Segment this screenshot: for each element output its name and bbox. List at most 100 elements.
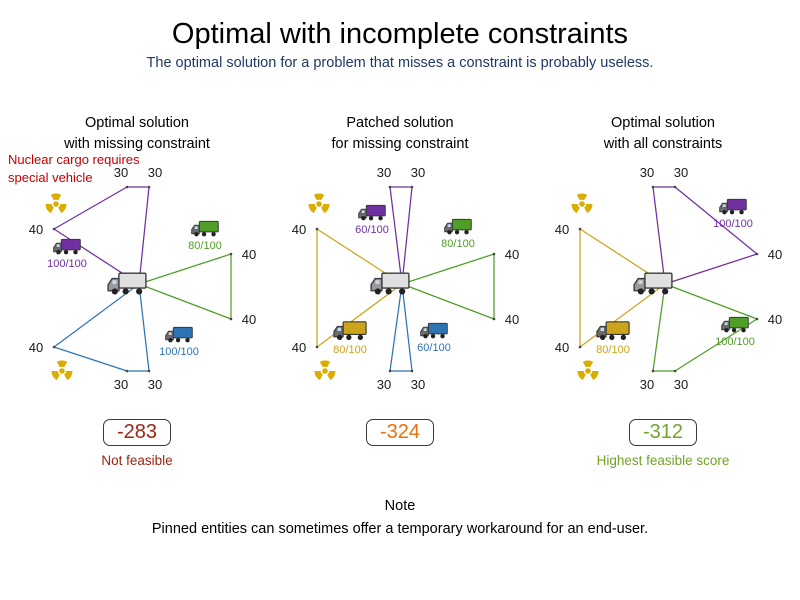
capacity-label: 100/100 <box>159 346 199 358</box>
capacity-label: 60/100 <box>417 342 451 354</box>
vehicle-truck-icon <box>358 204 386 221</box>
vehicle-truck-icon <box>165 326 193 343</box>
note-text: Pinned entities can sometimes offer a te… <box>151 520 649 537</box>
demand-label: 40 <box>505 247 519 262</box>
panel-title-line-1: Patched solution <box>346 115 454 131</box>
vehicle-truck-icon <box>444 218 472 235</box>
score-verdict <box>269 453 531 469</box>
nuclear-icon <box>314 360 336 381</box>
demand-label: 40 <box>555 340 569 355</box>
demand-label: 40 <box>292 340 306 355</box>
panel-title-line-2: with all constraints <box>603 136 723 153</box>
demand-label: 30 <box>674 377 688 392</box>
customer-node-dot <box>229 252 233 256</box>
demand-label: 30 <box>411 377 425 392</box>
route-blue-line <box>53 283 150 372</box>
demand-label: 30 <box>148 165 162 180</box>
page-subtitle: The optimal solution for a problem that … <box>146 55 654 71</box>
score-row: -324 <box>269 419 531 447</box>
route-blue-line <box>389 283 413 372</box>
route-green-line <box>401 253 495 320</box>
capacity-label: 60/100 <box>355 224 389 236</box>
score-verdict: Not feasible <box>101 453 173 469</box>
score-value: -324 <box>379 421 421 444</box>
panel-title-line-1: Optimal solution <box>611 115 715 131</box>
panel-title: Optimal solution with all constraints <box>532 113 794 155</box>
panel-title: Optimal solution with missing constraint <box>6 113 268 155</box>
demand-label: 30 <box>148 377 162 392</box>
vehicle-truck-icon <box>721 316 749 333</box>
demand-label: 40 <box>29 340 43 355</box>
nuclear-icon <box>571 193 593 214</box>
demand-label: 30 <box>377 377 391 392</box>
score-badge: -312 <box>628 419 698 447</box>
customer-node-dot <box>492 317 496 321</box>
customer-node-dot <box>315 227 319 231</box>
customer-node-dot <box>52 227 56 231</box>
customer-node-dot <box>651 369 655 373</box>
customer-node-dot <box>315 345 319 349</box>
customer-node-dot <box>410 369 414 373</box>
nuclear-icon <box>577 360 599 381</box>
customer-node-dot <box>125 185 129 189</box>
route-gold-line <box>316 228 403 348</box>
panel-all-constraints: Optimal solution with all constraints 30… <box>532 113 794 469</box>
customer-node-dot <box>229 317 233 321</box>
score-verdict: Highest feasible score <box>596 453 730 469</box>
demand-label: 40 <box>505 312 519 327</box>
customer-node-dot <box>578 345 582 349</box>
score-value: -312 <box>642 421 684 444</box>
route-green-line <box>138 253 232 320</box>
vehicle-truck-icon <box>596 321 630 341</box>
panel-title-line-1: Optimal solution <box>85 115 189 131</box>
demand-label: 40 <box>292 222 306 237</box>
capacity-label: 100/100 <box>713 218 753 230</box>
customer-node-dot <box>578 227 582 231</box>
vehicle-truck-icon <box>719 198 747 215</box>
customer-node-dot <box>52 345 56 349</box>
panel-title: Patched solution for missing constraint <box>269 113 531 155</box>
customer-node-dot <box>410 185 414 189</box>
customer-node-dot <box>755 317 759 321</box>
demand-label: 30 <box>674 165 688 180</box>
score-row: -312 <box>532 419 794 447</box>
vehicle-truck-icon <box>420 322 448 339</box>
customer-node-dot <box>673 369 677 373</box>
vehicle-truck-icon <box>333 321 367 341</box>
demand-label: 40 <box>29 222 43 237</box>
customer-node-dot <box>755 252 759 256</box>
score-value: -283 <box>116 421 158 444</box>
nuclear-icon <box>308 193 330 214</box>
customer-node-dot <box>388 369 392 373</box>
vehicle-truck-icon <box>53 238 81 255</box>
demand-label: 40 <box>768 247 782 262</box>
customer-node-dot <box>125 369 129 373</box>
demand-label: 30 <box>114 377 128 392</box>
panel-patched-solution: Patched solution for missing constraint … <box>269 113 531 469</box>
customer-node-dot <box>147 369 151 373</box>
capacity-label: 100/100 <box>715 336 755 348</box>
page-title: Optimal with incomplete constraints <box>171 18 629 50</box>
demand-label: 30 <box>114 165 128 180</box>
panel-missing-constraint: Optimal solution with missing constraint… <box>6 113 268 469</box>
vehicle-truck-icon <box>191 220 219 237</box>
capacity-label: 100/100 <box>47 258 87 270</box>
customer-node-dot <box>147 185 151 189</box>
score-row: -283 <box>6 419 268 447</box>
demand-label: 30 <box>411 165 425 180</box>
demand-label: 40 <box>768 312 782 327</box>
customer-node-dot <box>651 185 655 189</box>
capacity-label: 80/100 <box>596 344 630 356</box>
diagram-wrap: Nuclear cargo requires special vehicle 3… <box>6 152 268 411</box>
capacity-label: 80/100 <box>441 238 475 250</box>
route-purple-line <box>389 186 413 285</box>
note-heading: Note <box>384 498 416 515</box>
panels-row: Optimal solution with missing constraint… <box>0 113 800 469</box>
nuclear-icon <box>45 193 67 214</box>
nuclear-icon <box>51 360 73 381</box>
demand-label: 30 <box>377 165 391 180</box>
